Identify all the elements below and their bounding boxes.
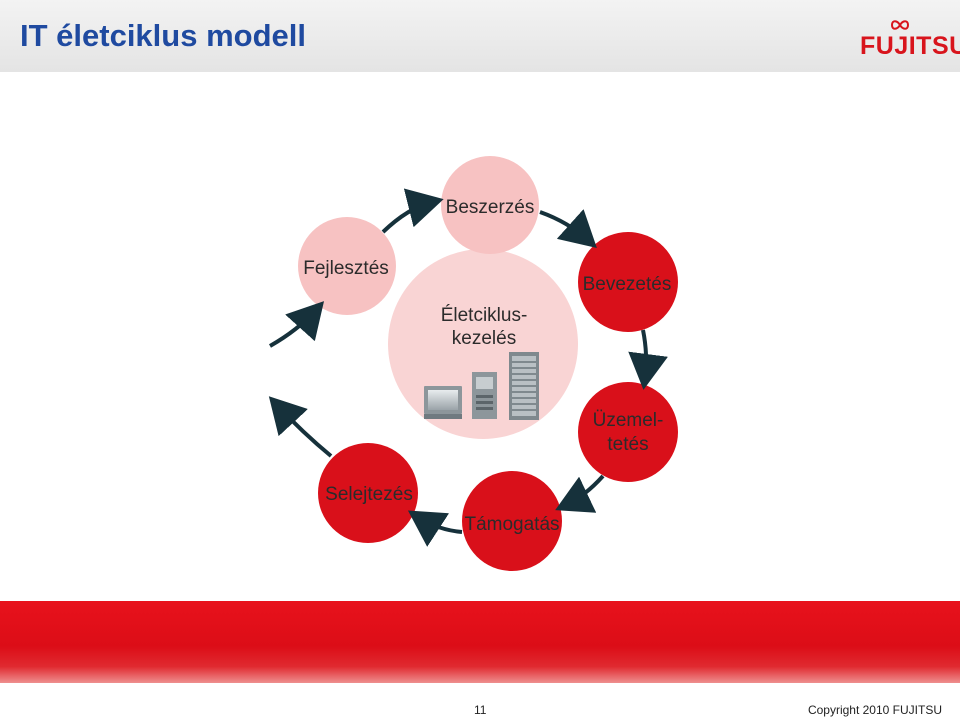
node-beszerzes <box>441 156 539 254</box>
arrow-left-to-fejlesztes <box>269 301 325 348</box>
label-bevezetes: Bevezetés <box>583 274 672 295</box>
slide-title: IT életciklus modell <box>20 18 306 53</box>
center-label-line2: kezelés <box>452 328 516 349</box>
page-number: 11 <box>474 703 487 717</box>
node-selejtezes <box>318 443 418 543</box>
arrow-beszerzes-to-bevezetes <box>539 209 597 249</box>
copyright-text: Copyright 2010 FUJITSU <box>807 703 942 717</box>
red-footer-band <box>0 601 960 683</box>
label-uzemeltetes-line1: Üzemel- <box>593 410 664 431</box>
node-fejlesztes <box>298 217 396 315</box>
fujitsu-logo: FUJITSU <box>860 18 960 62</box>
node-tamogatas <box>462 471 562 571</box>
label-beszerzes: Beszerzés <box>446 197 535 218</box>
infinity-logo-icon <box>890 20 910 30</box>
label-selejtezes: Selejtezés <box>325 484 413 505</box>
arrow-selejtezes-to-left <box>268 396 333 458</box>
label-fejlesztes: Fejlesztés <box>303 258 389 279</box>
footer <box>0 683 960 717</box>
arrow-fejlesztes-to-beszerzes <box>381 188 444 234</box>
label-uzemeltetes-line2: tetés <box>607 434 648 455</box>
arrow-uzemeltetes-to-tamogatas <box>555 474 605 513</box>
arrow-bevezetes-to-uzemeltetes <box>628 329 668 390</box>
node-bevezetes <box>578 232 678 332</box>
node-uzemeltetes <box>578 382 678 482</box>
label-tamogatas: Támogatás <box>464 514 559 535</box>
rack-server-icon <box>509 352 539 420</box>
arrow-tamogatas-to-selejtezes <box>407 510 463 547</box>
monitor-icon <box>424 386 462 419</box>
lifecycle-diagram: Életciklus- kezelés <box>268 156 678 571</box>
logo-text: FUJITSU <box>860 32 960 60</box>
tower-server-icon <box>472 372 497 419</box>
header-band <box>0 0 960 72</box>
center-label-line1: Életciklus- <box>441 305 528 326</box>
